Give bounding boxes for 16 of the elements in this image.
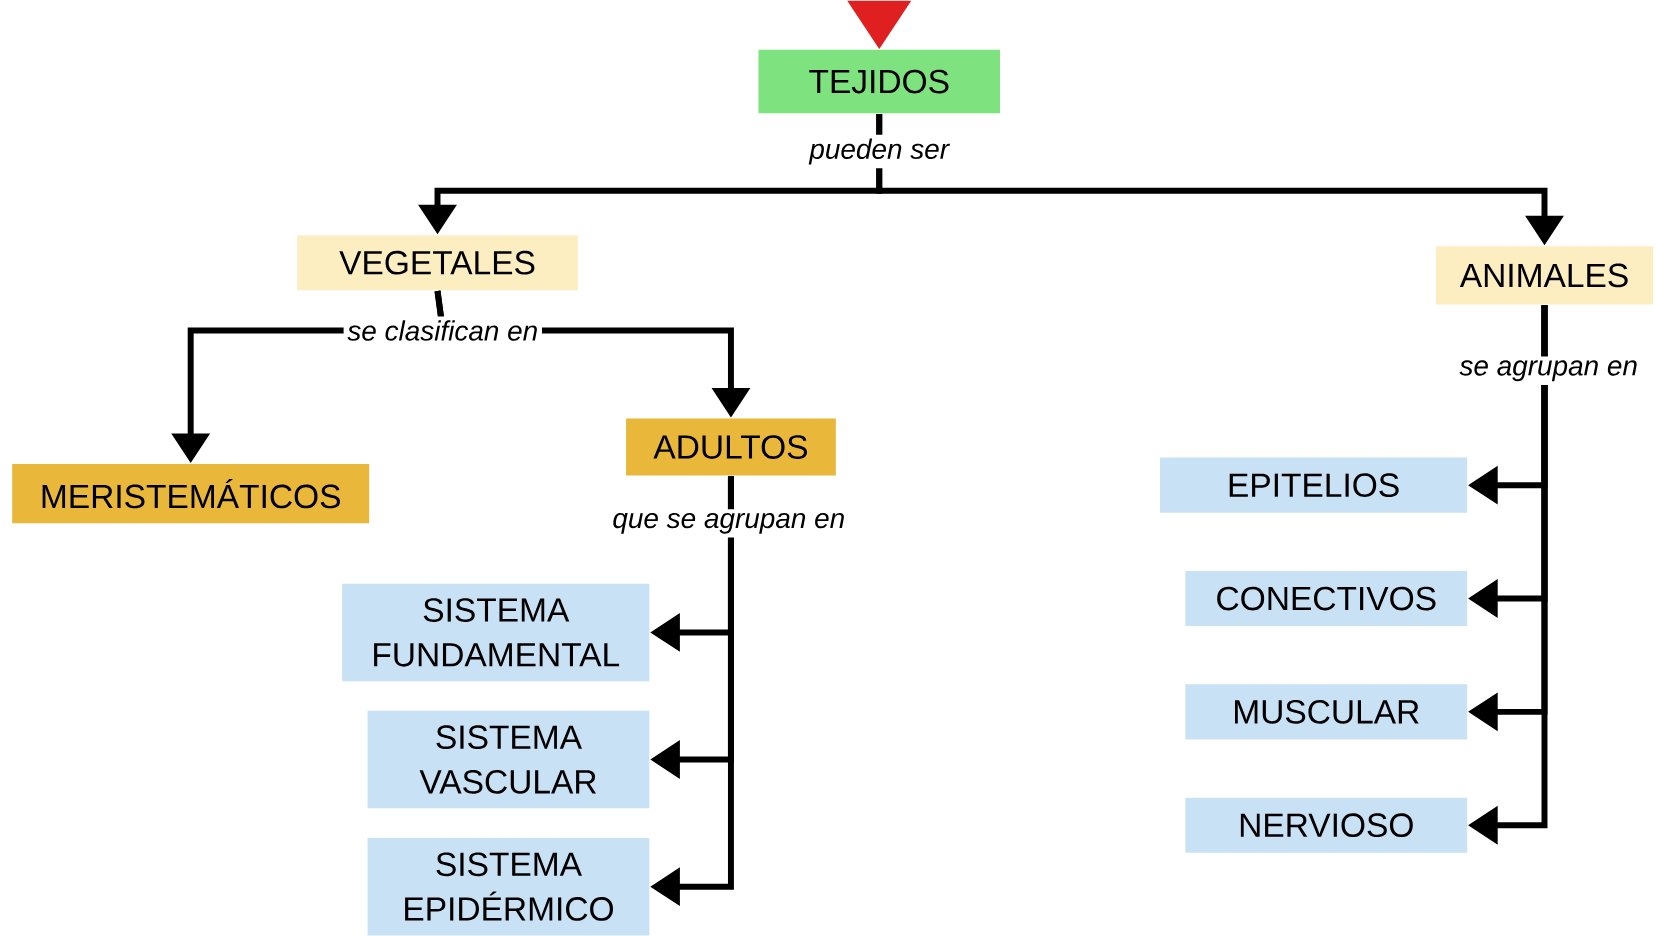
edge-label: que se agrupan en <box>608 508 849 538</box>
edge-label: pueden ser <box>805 134 953 168</box>
tissue-box: EPITELIOS <box>1159 457 1468 513</box>
edge-label: se clasifican en <box>343 316 542 345</box>
tissue-box: SISTEMA VASCULAR <box>367 710 650 809</box>
category-box: ADULTOS <box>626 418 836 476</box>
tissue-box: NERVIOSO <box>1185 797 1468 853</box>
tissue-box: SISTEMA EPIDÉRMICO <box>367 837 650 936</box>
category-box: ANIMALES <box>1435 246 1654 305</box>
top-box: TEJIDOS <box>758 49 1000 114</box>
tissue-box: SISTEMA FUNDAMENTAL <box>342 583 650 681</box>
category-box: MERISTEMÁTICOS <box>12 463 370 524</box>
tissue-box: MUSCULAR <box>1185 684 1468 740</box>
tissue-box: CONECTIVOS <box>1185 570 1468 626</box>
edge-label: se agrupan en <box>1455 356 1642 385</box>
category-box: VEGETALES <box>297 234 578 291</box>
